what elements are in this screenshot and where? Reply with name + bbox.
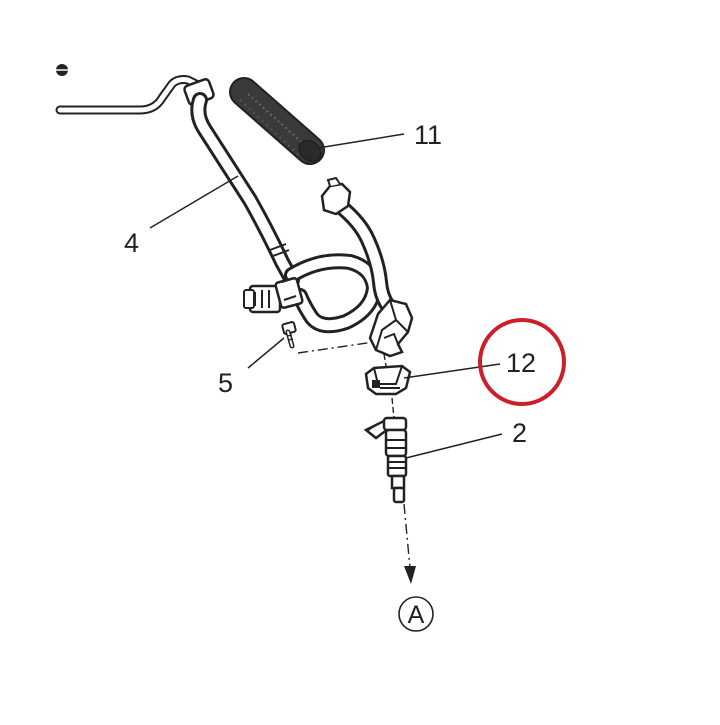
leader-11 bbox=[317, 133, 405, 149]
reference-line bbox=[403, 503, 411, 569]
hose-11 bbox=[229, 77, 325, 165]
quick-connector bbox=[243, 277, 304, 314]
leader-2 bbox=[405, 433, 503, 459]
callout-2: 2 bbox=[512, 418, 527, 448]
reference-a-label: A bbox=[408, 601, 425, 629]
bolt-5 bbox=[281, 321, 297, 349]
vertical-alignment-line-mid bbox=[391, 397, 395, 419]
leader-12 bbox=[403, 363, 501, 379]
callout-11: 11 bbox=[414, 120, 442, 150]
hose-top-fitting bbox=[320, 182, 352, 216]
vertical-alignment-line-upper bbox=[383, 353, 387, 367]
leader-5 bbox=[247, 337, 285, 369]
leader-lines bbox=[149, 133, 503, 459]
fuel-rail-hose bbox=[320, 176, 396, 314]
injector-adaptor bbox=[368, 298, 414, 358]
callout-5: 5 bbox=[218, 368, 233, 398]
clip-12 bbox=[364, 364, 412, 396]
callout-4: 4 bbox=[124, 228, 139, 258]
reference-arrowhead bbox=[404, 566, 416, 584]
leader-4 bbox=[149, 175, 239, 229]
highlight-ring bbox=[478, 318, 566, 406]
callout-12: 12 bbox=[506, 348, 536, 378]
injector-2 bbox=[363, 416, 408, 504]
fuel-line-4 bbox=[55, 64, 383, 334]
bolt-alignment-line bbox=[297, 341, 375, 354]
reference-a-marker: A bbox=[398, 596, 434, 632]
